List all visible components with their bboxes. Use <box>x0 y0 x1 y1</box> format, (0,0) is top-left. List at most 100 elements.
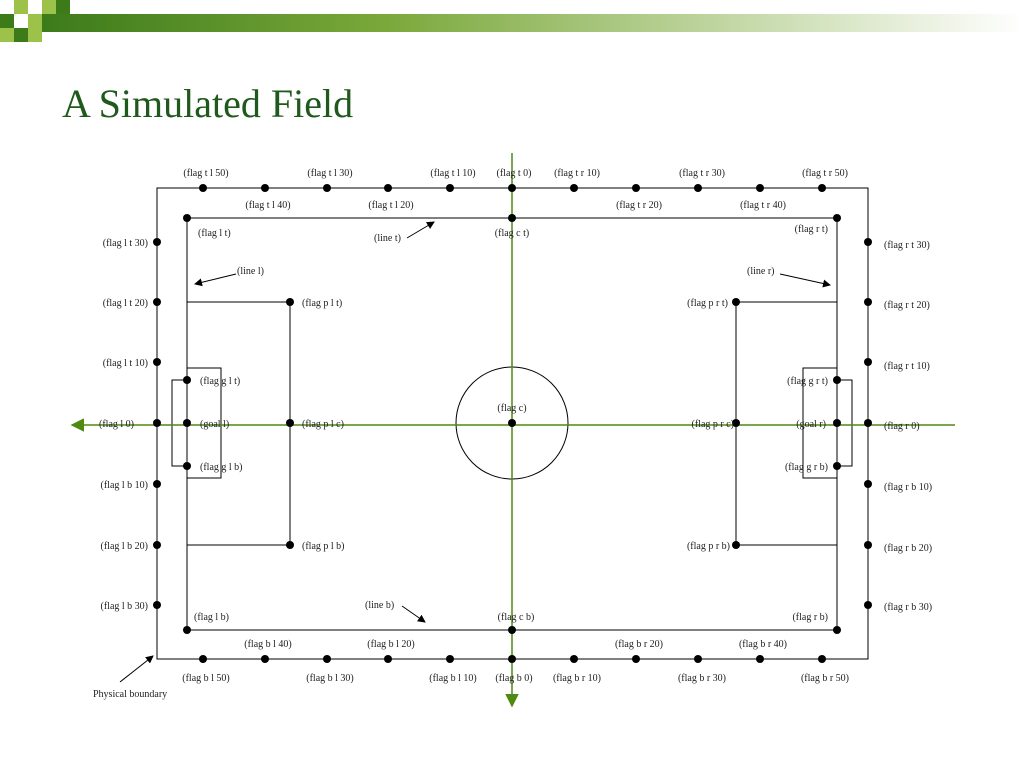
flag-label: (flag c t) <box>495 228 529 239</box>
flag-marker <box>153 238 161 246</box>
flag-label: (flag c) <box>497 403 526 414</box>
flag-marker <box>153 480 161 488</box>
flag-marker <box>570 655 578 663</box>
flag-marker <box>446 655 454 663</box>
flag-marker <box>864 601 872 609</box>
flag-label: (flag b r 10) <box>553 673 601 684</box>
flag-marker <box>183 419 191 427</box>
flag-label: (flag t l 30) <box>307 168 352 179</box>
flag-marker <box>508 626 516 634</box>
flag-marker <box>732 298 740 306</box>
flag-marker <box>446 184 454 192</box>
flag-marker <box>864 358 872 366</box>
flag-label: (flag g r b) <box>785 462 828 473</box>
banner-square <box>56 0 70 14</box>
flag-marker <box>756 655 764 663</box>
flag-marker <box>183 626 191 634</box>
flag-label: (flag l b 30) <box>101 601 149 612</box>
line-l-arrow <box>194 273 237 287</box>
flag-label: (flag r b 10) <box>884 482 932 493</box>
banner-square <box>14 0 28 14</box>
flag-marker <box>694 655 702 663</box>
flag-label: (flag b l 50) <box>182 673 230 684</box>
flag-marker <box>632 655 640 663</box>
flag-marker <box>864 419 872 427</box>
physical-boundary-arrow <box>119 655 154 683</box>
flag-marker <box>261 655 269 663</box>
flag-label: (flag p l c) <box>302 419 344 430</box>
flag-label: (flag b r 20) <box>615 639 663 650</box>
flag-marker <box>570 184 578 192</box>
flag-marker <box>864 238 872 246</box>
banner-gradient-bar <box>40 14 1024 32</box>
flag-marker <box>384 655 392 663</box>
flag-marker <box>864 298 872 306</box>
line-t-arrow <box>406 221 435 239</box>
flag-marker <box>323 655 331 663</box>
flag-label: (flag b l 30) <box>306 673 354 684</box>
banner-square <box>0 14 14 28</box>
flag-marker <box>153 358 161 366</box>
flag-marker <box>183 214 191 222</box>
flag-marker <box>508 419 516 427</box>
flag-label: (flag b r 30) <box>678 673 726 684</box>
flag-label: (flag t l 40) <box>245 200 290 211</box>
title-banner <box>0 0 1024 42</box>
flag-marker <box>508 655 516 663</box>
flag-label: (flag t r 10) <box>554 168 600 179</box>
flag-label: (flag r 0) <box>884 421 920 432</box>
flag-label: (goal r) <box>796 419 826 430</box>
flag-label: (flag b l 40) <box>244 639 292 650</box>
flag-marker <box>286 541 294 549</box>
flag-label: (flag g r t) <box>787 376 828 387</box>
flag-label: (flag r t) <box>795 224 828 235</box>
flag-label: (flag c b) <box>498 612 535 623</box>
flag-label: (flag b r 40) <box>739 639 787 650</box>
flag-marker <box>261 184 269 192</box>
flag-label: (flag t r 40) <box>740 200 786 211</box>
flag-marker <box>818 184 826 192</box>
flag-marker <box>833 462 841 470</box>
flag-marker <box>183 376 191 384</box>
flag-marker <box>864 541 872 549</box>
banner-square <box>0 28 14 42</box>
line-b-arrow <box>401 605 426 623</box>
physical-boundary-label: Physical boundary <box>93 689 167 700</box>
flag-marker <box>153 541 161 549</box>
banner-square <box>42 0 56 14</box>
flag-marker <box>183 462 191 470</box>
flag-label: (flag r t 20) <box>884 300 930 311</box>
flag-label: (flag l 0) <box>99 419 134 430</box>
line-label: (line b) <box>365 600 394 611</box>
flag-marker <box>833 419 841 427</box>
flag-label: (flag r b) <box>792 612 828 623</box>
line-r-arrow <box>779 273 831 288</box>
flag-marker <box>864 480 872 488</box>
flag-marker <box>286 298 294 306</box>
banner-square <box>14 28 28 42</box>
flag-label: (flag b l 10) <box>429 673 477 684</box>
flag-marker <box>384 184 392 192</box>
flag-marker <box>153 298 161 306</box>
line-label: (line r) <box>747 266 775 277</box>
banner-square <box>28 14 42 28</box>
flag-marker <box>508 184 516 192</box>
flag-marker <box>818 655 826 663</box>
flag-label: (flag l t 20) <box>103 298 148 309</box>
banner-square <box>28 28 42 42</box>
flag-marker <box>756 184 764 192</box>
flag-marker <box>508 214 516 222</box>
page-title: A Simulated Field <box>62 81 354 126</box>
flag-label: (flag b 0) <box>495 673 532 684</box>
line-label: (line l) <box>237 266 264 277</box>
flag-label: (flag r b 20) <box>884 543 932 554</box>
flag-marker <box>632 184 640 192</box>
flag-label: (flag l b 20) <box>101 541 149 552</box>
flag-label: (flag l b) <box>194 612 229 623</box>
flag-marker <box>833 376 841 384</box>
flag-label: (flag l t 10) <box>103 358 148 369</box>
flag-label: (flag l t) <box>198 228 231 239</box>
flag-label: (flag l t 30) <box>103 238 148 249</box>
flag-label: (flag p l t) <box>302 298 342 309</box>
